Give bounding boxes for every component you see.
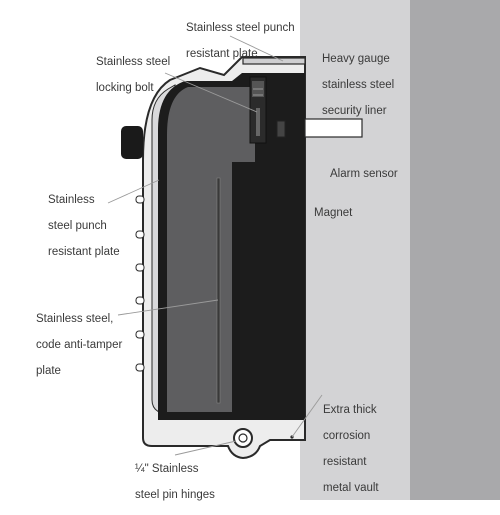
label-security-liner: Heavy gauge stainless steel security lin… bbox=[322, 40, 394, 131]
alarm-sensor bbox=[304, 118, 363, 138]
label-line: security liner bbox=[322, 105, 387, 117]
handle-knob bbox=[121, 126, 143, 159]
leader-lines bbox=[107, 35, 323, 456]
label-line: stainless steel bbox=[322, 79, 395, 91]
label-anti-tamper-plate: Stainless steel, code anti-tamper plate bbox=[36, 300, 122, 391]
label-magnet: Magnet bbox=[314, 194, 352, 233]
hinge-loop bbox=[135, 230, 145, 239]
hinge-loop bbox=[135, 195, 145, 204]
label-metal-vault: Extra thick corrosion resistant metal va… bbox=[323, 391, 379, 508]
leader-locking-bolt bbox=[164, 72, 258, 113]
label-line: Stainless steel punch bbox=[186, 22, 295, 34]
magnet bbox=[276, 120, 286, 138]
leader-punch-left bbox=[107, 179, 160, 204]
hinge-loop bbox=[135, 330, 145, 339]
label-line: resistant plate bbox=[186, 48, 258, 60]
hinge-pin-center bbox=[238, 433, 248, 443]
leader-hinges bbox=[174, 440, 237, 456]
label-punch-resistant-plate-left: Stainless steel punch resistant plate bbox=[48, 181, 120, 272]
wall-dark bbox=[410, 0, 500, 500]
label-line: Stainless bbox=[48, 194, 95, 206]
label-line: ¼" Stainless bbox=[135, 463, 199, 475]
hinge-loops bbox=[135, 195, 145, 372]
wall-light bbox=[300, 0, 410, 500]
hinge-loop bbox=[135, 296, 145, 305]
locking-bolt-shaft bbox=[256, 108, 260, 136]
label-line: Stainless steel bbox=[96, 56, 171, 68]
label-line: plate bbox=[36, 365, 61, 377]
hinge-loop bbox=[135, 363, 145, 372]
label-line: resistant plate bbox=[48, 246, 120, 258]
label-punch-resistant-plate-top: Stainless steel punch resistant plate bbox=[186, 9, 295, 74]
label-line: Extra thick bbox=[323, 404, 377, 416]
diagram-drawing bbox=[107, 0, 500, 500]
label-line: resistant bbox=[323, 456, 367, 468]
leader-vault bbox=[291, 394, 323, 438]
label-locking-bolt: Stainless steel locking bolt bbox=[96, 43, 170, 108]
label-line: Stainless steel, bbox=[36, 313, 114, 325]
label-line: steel pin hinges bbox=[135, 489, 215, 501]
label-line: locking bolt bbox=[96, 82, 154, 94]
hinge-loop bbox=[135, 263, 145, 272]
label-line: Alarm sensor bbox=[330, 168, 398, 180]
label-line: code anti-tamper bbox=[36, 339, 123, 351]
label-line: Magnet bbox=[314, 207, 353, 219]
inner-compartment bbox=[167, 87, 255, 412]
punch-plate-top bbox=[242, 57, 306, 65]
label-line: metal vault bbox=[323, 482, 379, 494]
label-line: Heavy gauge bbox=[322, 53, 390, 65]
leader-punch-top bbox=[229, 35, 284, 62]
label-line: steel punch bbox=[48, 220, 107, 232]
anti-tamper-plate bbox=[216, 177, 221, 404]
safe-cross-section-diagram: Stainless steel punch resistant plate St… bbox=[36, 0, 500, 501]
label-line: corrosion bbox=[323, 430, 371, 442]
label-pin-hinges: ¼" Stainless steel pin hinges bbox=[135, 450, 215, 515]
label-alarm-sensor: Alarm sensor bbox=[330, 155, 398, 194]
leader-anti-tamper bbox=[117, 299, 219, 316]
